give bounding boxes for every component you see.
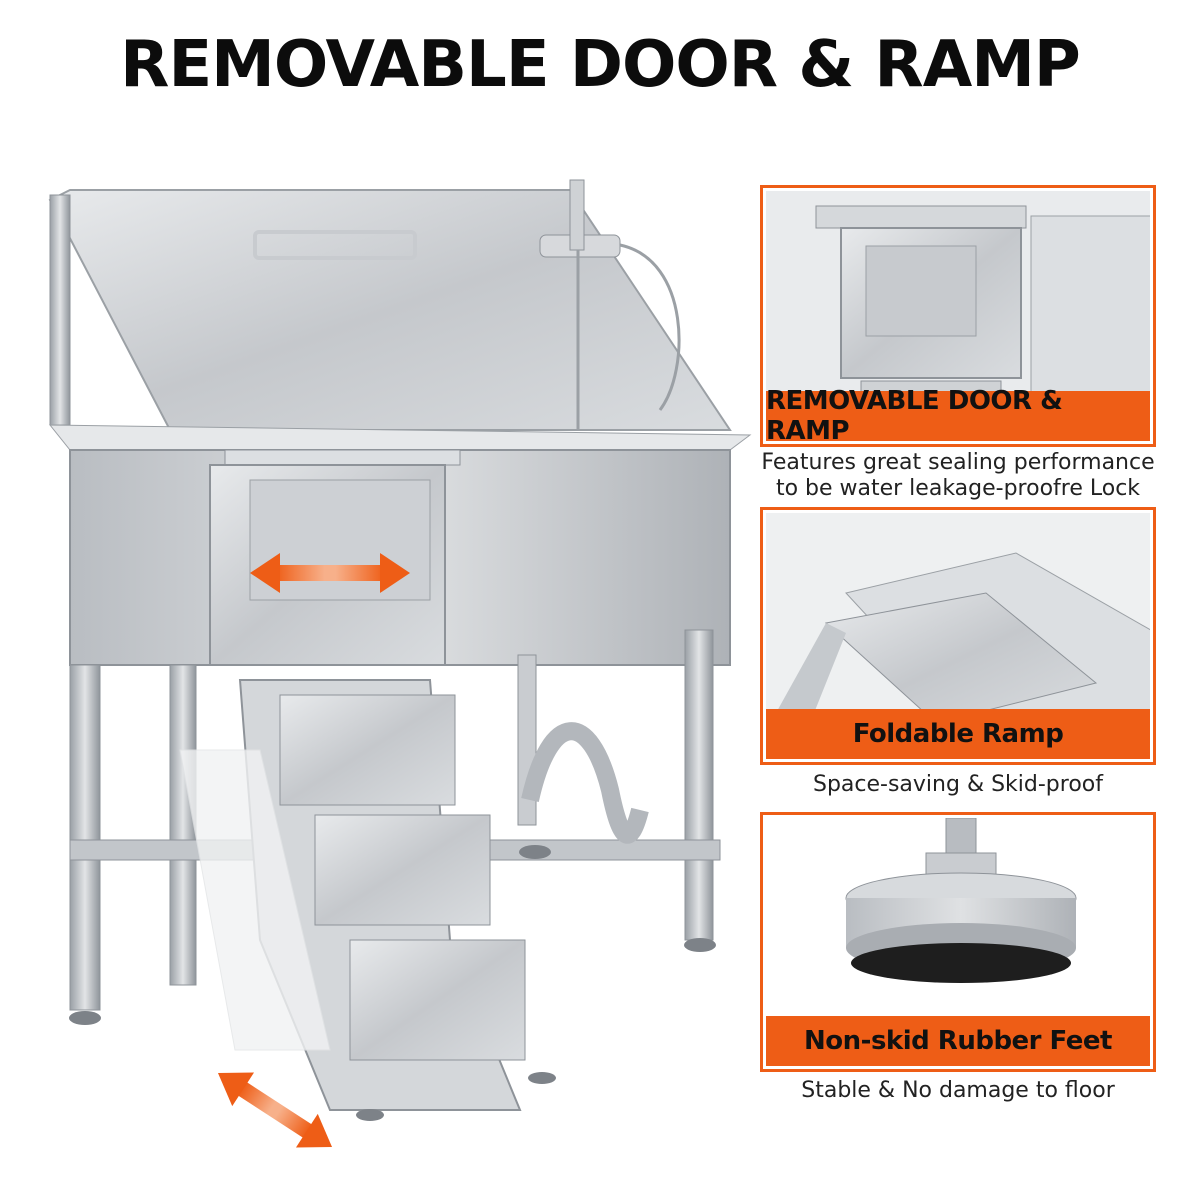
- shower-head: [569, 179, 585, 251]
- feature-panel-ramp: Foldable Ramp: [760, 507, 1156, 765]
- double-arrow-diagonal-icon: [217, 1072, 333, 1148]
- leg-front-left: [69, 664, 101, 1011]
- door-handle: [224, 449, 461, 466]
- grooming-tub-illustration: [30, 150, 760, 1150]
- door-closeup-image: [766, 191, 1150, 411]
- feature-panel-door: REMOVABLE DOOR & RAMP: [760, 185, 1156, 447]
- caption-line: Space-saving & Skid-proof: [812, 772, 1104, 797]
- double-arrow-horizontal-icon: [250, 553, 410, 593]
- ramp-closeup-image: [766, 513, 1150, 733]
- feature-panel-feet: Non-skid Rubber Feet: [760, 812, 1156, 1072]
- backsplash: [48, 189, 732, 431]
- feature-label-door: REMOVABLE DOOR & RAMP: [766, 386, 1150, 446]
- feature-label-ramp: Foldable Ramp: [766, 709, 1150, 759]
- rubber-foot-closeup-image: [766, 818, 1150, 1038]
- page-title: REMOVABLE DOOR & RAMP: [120, 28, 1081, 102]
- feature-label-feet: Non-skid Rubber Feet: [766, 1016, 1150, 1066]
- feature-caption-door: Features great sealing performance to be…: [760, 450, 1156, 502]
- caption-line: to be water leakage-proofre Lock: [775, 476, 1141, 501]
- tub-svg: [48, 179, 752, 1148]
- feature-caption-feet: Stable & No damage to floor: [760, 1078, 1156, 1104]
- caption-line: Stable & No damage to floor: [801, 1078, 1115, 1103]
- feature-caption-ramp: Space-saving & Skid-proof: [760, 772, 1156, 798]
- caption-line: Features great sealing performance: [761, 450, 1155, 475]
- soap-rack: [253, 230, 417, 260]
- leg-back-right: [684, 629, 714, 941]
